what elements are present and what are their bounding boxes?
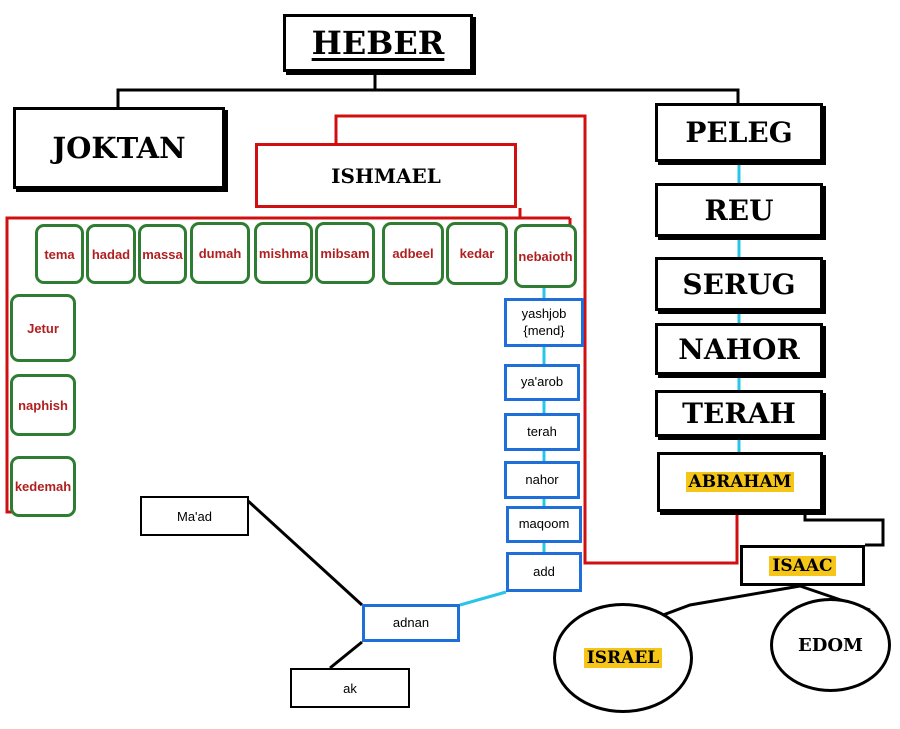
son-kedemah: kedemah	[10, 456, 76, 517]
reu-node: REU	[655, 183, 823, 237]
son-dumah-label: dumah	[198, 245, 242, 261]
yashjob-node: yashjob {mend}	[504, 298, 584, 347]
son-nebaioth: nebaioth	[514, 224, 577, 288]
son-kedar: kedar	[446, 222, 508, 285]
son-jetur-label: Jetur	[27, 320, 59, 336]
son-nebaioth-label: nebaioth	[518, 248, 573, 264]
son-naphish-label: naphish	[18, 397, 68, 413]
terah-node: TERAH	[655, 390, 823, 437]
line-add-adnan	[459, 590, 507, 607]
maad-node: Ma'ad	[140, 496, 249, 536]
ishmael-nahor-node: nahor	[504, 461, 580, 499]
abraham-node: ABRAHAM	[657, 452, 823, 512]
son-mishma: mishma	[254, 222, 313, 284]
serug-node: SERUG	[655, 257, 823, 311]
son-kedar-label: kedar	[459, 246, 495, 261]
line-adnan-ak	[329, 640, 363, 670]
nahor-node: NAHOR	[655, 323, 823, 375]
serug-label: SERUG	[682, 267, 796, 301]
edom-node: EDOM	[770, 598, 891, 692]
adnan-label: adnan	[392, 614, 430, 630]
ak-label: ak	[343, 680, 357, 696]
edom-label: EDOM	[798, 634, 863, 656]
israel-node: ISRAEL	[553, 603, 693, 713]
adnan-node: adnan	[362, 604, 460, 642]
ak-node: ak	[290, 668, 410, 708]
isaac-node: ISAAC	[740, 545, 865, 586]
joktan-node: JOKTAN	[13, 107, 225, 189]
add-label: add	[533, 563, 555, 579]
yashjob-note: {mend}	[523, 322, 565, 338]
line-heber-to-joktan	[116, 72, 377, 107]
ishmael-terah-node: terah	[504, 413, 580, 451]
maad-label: Ma'ad	[176, 508, 212, 524]
joktan-label: JOKTAN	[52, 131, 186, 165]
israel-label: ISRAEL	[583, 648, 663, 668]
line-heber-to-peleg	[375, 88, 740, 103]
nahor-label: NAHOR	[678, 332, 800, 366]
yaarob-label: ya'arob	[520, 374, 564, 390]
son-dumah: dumah	[190, 222, 250, 284]
line-maad-adnan	[245, 498, 364, 607]
line-abraham-to-ishmael	[334, 114, 739, 565]
son-massa: massa	[138, 224, 187, 284]
son-adbeel-label: adbeel	[392, 246, 434, 261]
heber-label: HEBER	[311, 24, 445, 62]
isaac-label: ISAAC	[769, 555, 836, 576]
son-hadad: hadad	[86, 224, 136, 284]
yaarob-node: ya'arob	[504, 364, 580, 401]
son-jetur: Jetur	[10, 294, 76, 362]
son-tema: tema	[35, 224, 84, 284]
line-isaac-israel	[654, 584, 801, 620]
son-kedemah-label: kedemah	[14, 479, 72, 494]
reu-label: REU	[704, 193, 774, 227]
heber-node: HEBER	[283, 14, 473, 72]
terah-label: TERAH	[682, 397, 796, 430]
son-adbeel: adbeel	[382, 222, 444, 285]
son-naphish: naphish	[10, 374, 76, 436]
maqoom-node: maqoom	[506, 506, 582, 543]
son-mibsam: mibsam	[315, 222, 375, 284]
add-node: add	[506, 552, 582, 592]
son-massa-label: massa	[142, 246, 183, 262]
ishmael-node: ISHMAEL	[255, 143, 517, 208]
maqoom-label: maqoom	[518, 516, 570, 532]
abraham-label: ABRAHAM	[685, 472, 795, 492]
ishmael-label: ISHMAEL	[331, 163, 441, 188]
line-abraham-isaac	[803, 512, 885, 547]
peleg-node: PELEG	[655, 103, 823, 162]
son-tema-label: tema	[44, 246, 75, 262]
yashjob-label: yashjob	[521, 306, 567, 322]
son-mishma-label: mishma	[258, 245, 309, 261]
son-hadad-label: hadad	[91, 246, 131, 262]
ishmael-nahor-label: nahor	[525, 471, 559, 487]
son-mibsam-label: mibsam	[320, 245, 370, 261]
peleg-label: PELEG	[685, 116, 793, 149]
ishmael-terah-label: terah	[527, 423, 557, 439]
